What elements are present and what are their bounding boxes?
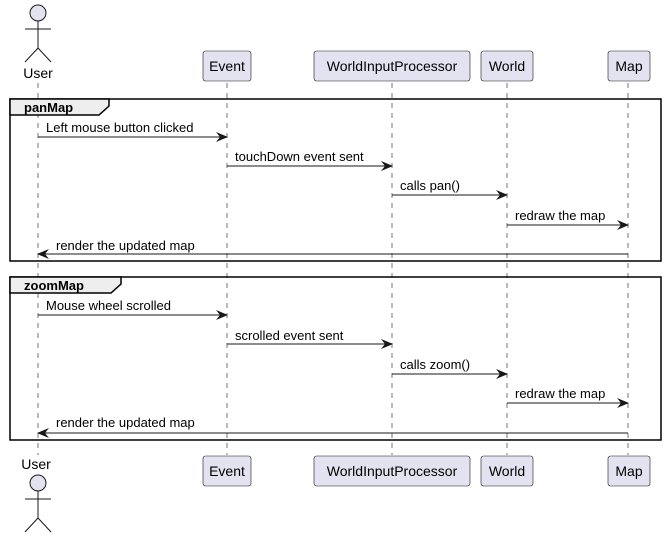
message: Left mouse button clicked	[38, 120, 228, 142]
message: Mouse wheel scrolled	[38, 298, 228, 320]
message: render the updated map	[37, 415, 628, 438]
message-label: render the updated map	[56, 238, 195, 253]
message-label: redraw the map	[515, 386, 605, 401]
participant-event-bottom: Event	[202, 455, 252, 487]
message-label: touchDown event sent	[235, 149, 364, 164]
participant-world-bottom: World	[480, 455, 534, 487]
participant-map-top: Map	[607, 50, 651, 82]
lifelines	[37, 83, 629, 455]
message: calls pan()	[392, 178, 508, 200]
message: scrolled event sent	[227, 328, 393, 349]
participant-label-world: World	[489, 58, 525, 74]
message: redraw the map	[507, 208, 629, 230]
participant-label-worldinputprocessor: WorldInputProcessor	[327, 463, 458, 479]
message-label: calls zoom()	[400, 357, 470, 372]
message-label: redraw the map	[515, 208, 605, 223]
participant-label-user: User	[21, 456, 51, 472]
message: redraw the map	[507, 386, 629, 408]
participant-label-map: Map	[615, 58, 642, 74]
message-label: scrolled event sent	[235, 328, 344, 343]
participant-label-world: World	[489, 463, 525, 479]
actor-user-top: User	[23, 4, 53, 81]
participant-label-user: User	[23, 65, 53, 81]
participant-label-event: Event	[209, 463, 245, 479]
participant-label-event: Event	[209, 58, 245, 74]
stick-figure-icon	[24, 474, 52, 533]
participant-worldinputprocessor-bottom: WorldInputProcessor	[313, 455, 471, 487]
participant-worldinputprocessor-top: WorldInputProcessor	[313, 50, 471, 82]
message-label: render the updated map	[56, 415, 195, 430]
participant-map-bottom: Map	[607, 455, 651, 487]
participant-event-top: Event	[202, 50, 252, 82]
message-label: Left mouse button clicked	[46, 120, 193, 135]
message: render the updated map	[37, 238, 628, 259]
message-label: calls pan()	[400, 178, 460, 193]
participant-label-map: Map	[615, 463, 642, 479]
stick-figure-icon	[24, 4, 52, 63]
fragment-title: panMap	[24, 100, 73, 115]
participant-label-worldinputprocessor: WorldInputProcessor	[327, 58, 458, 74]
actor-user-bottom: User	[21, 456, 52, 533]
fragment-title: zoomMap	[24, 278, 84, 293]
message: touchDown event sent	[227, 149, 393, 171]
fragment-zoommap: zoomMap	[9, 276, 662, 441]
participant-world-top: World	[480, 50, 534, 82]
message-label: Mouse wheel scrolled	[46, 298, 171, 313]
message: calls zoom()	[392, 357, 508, 379]
fragment-panmap: panMap	[9, 98, 662, 262]
